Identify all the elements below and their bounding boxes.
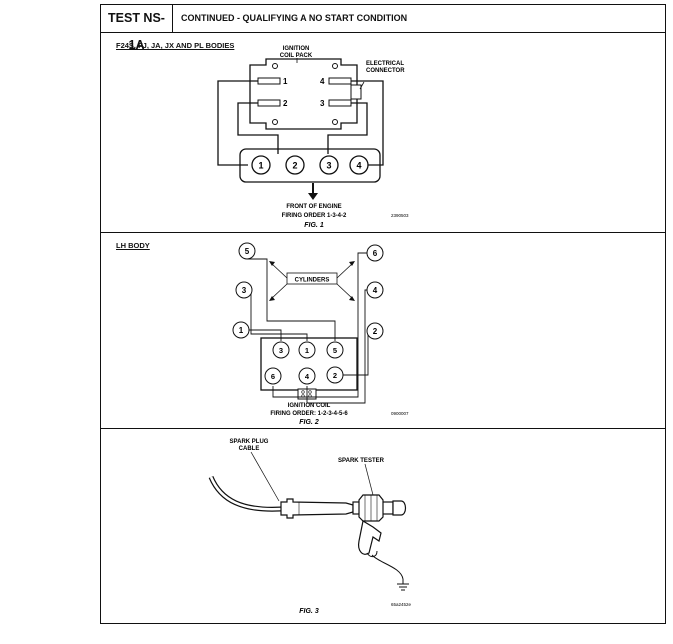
outer-num-1: 1 — [239, 326, 244, 335]
coil-terminal-3 — [328, 99, 352, 107]
header-bar: TEST NS-1A CONTINUED - QUALIFYING A NO S… — [101, 5, 665, 52]
plug-boot — [280, 498, 354, 519]
header-title: CONTINUED - QUALIFYING A NO START CONDIT… — [181, 13, 408, 23]
cylinder-1 — [251, 155, 271, 175]
wire-6 — [272, 252, 367, 398]
cable-label-line2: CABLE — [239, 446, 260, 452]
cylinder-4 — [349, 155, 369, 175]
fig2-ref-code: 0900007 — [391, 411, 409, 416]
coil-tower-3 — [272, 341, 290, 359]
tester-tip — [392, 500, 407, 516]
fig3-ref-code: 65a2452e — [391, 602, 412, 607]
wire-3 — [244, 289, 282, 341]
fig3-caption: FIG. 3 — [299, 608, 319, 615]
fig1-section: F24S, FJ, JA, JX AND PL BODIES 1 2 4 3 — [101, 33, 665, 233]
coil-mount-hole — [332, 63, 338, 69]
fig1-caption: FIG. 1 — [304, 222, 324, 229]
cylinder-3 — [319, 155, 339, 175]
coil-mount-hole — [272, 119, 278, 125]
terminal-num-4: 4 — [320, 77, 325, 86]
fig1-section-label: F24S, FJ, JA, JX AND PL BODIES — [116, 41, 235, 50]
fig3-section: SPARK PLUG CABLE SPARK TESTER 65a2452e F… — [101, 429, 665, 624]
coil-num-1: 1 — [305, 346, 309, 355]
coil-label-line2: COIL PACK — [280, 53, 313, 59]
fig2-section-label: LH BODY — [116, 241, 150, 250]
fig2-diagram: CYLINDERS — [232, 242, 409, 426]
electrical-connector — [350, 84, 362, 100]
coil-terminal-4 — [328, 77, 352, 85]
coil-num-4: 4 — [305, 372, 310, 381]
coil-tower-1 — [298, 341, 316, 359]
ignition-coil-label: IGNITION COIL — [288, 403, 331, 409]
plug-wire-2 — [237, 102, 279, 154]
plug-wire-3 — [327, 102, 368, 154]
ground-wire — [371, 554, 404, 580]
outer-cyl-3 — [235, 281, 253, 299]
coil-terminal-1 — [257, 77, 281, 85]
outer-num-4: 4 — [373, 286, 378, 295]
coil-tower-4 — [298, 367, 316, 385]
fig1-diagram: 1 2 4 3 1 2 3 4 IGNITION COIL PACK — [217, 46, 409, 229]
plug-wire-4 — [351, 80, 384, 166]
connector-label-line1: ELECTRICAL — [366, 61, 404, 67]
wire-4 — [306, 289, 367, 404]
outer-num-3: 3 — [242, 286, 247, 295]
outer-cyl-5 — [238, 242, 256, 260]
coil-terminal-2 — [257, 99, 281, 107]
outer-num-5: 5 — [245, 247, 250, 256]
terminal-num-2: 2 — [283, 99, 288, 108]
cable-label-line1: SPARK PLUG — [230, 439, 269, 445]
coil-num-6: 6 — [271, 372, 275, 381]
outer-cyl-1 — [232, 321, 250, 339]
wire-5 — [247, 258, 336, 341]
cylinder-num-1: 1 — [258, 161, 263, 171]
fig1-firing-order: FIRING ORDER 1-3-4-2 — [282, 213, 347, 219]
cylinders-label-box — [286, 272, 338, 285]
procedure-frame: TEST NS-1A CONTINUED - QUALIFYING A NO S… — [100, 4, 666, 624]
test-id: TEST NS-1A — [101, 5, 173, 52]
terminal-num-3: 3 — [320, 99, 325, 108]
outer-cyl-4 — [366, 281, 384, 299]
front-arrow-icon — [308, 193, 318, 200]
cylinder-2 — [285, 155, 305, 175]
outer-cyl-6 — [366, 244, 384, 262]
outer-cyl-2 — [366, 322, 384, 340]
cylinder-num-4: 4 — [356, 161, 361, 171]
front-of-engine-label: FRONT OF ENGINE — [286, 204, 341, 210]
fig2-firing-order: FIRING ORDER: 1-2-3-4-5-6 — [270, 411, 348, 417]
cylinder-block — [239, 148, 381, 183]
connector-label-line2: CONNECTOR — [366, 68, 405, 74]
cylinders-label: CYLINDERS — [295, 278, 330, 284]
cylinder-num-3: 3 — [326, 161, 331, 171]
ground-clip-icon — [358, 520, 382, 555]
coil-mount-hole — [272, 63, 278, 69]
plug-wire-1 — [217, 80, 258, 166]
coil-pack-body — [249, 58, 358, 130]
coil-tower-5 — [326, 341, 344, 359]
fig2-caption: FIG. 2 — [299, 419, 319, 426]
cylinder-num-2: 2 — [292, 161, 297, 171]
outer-num-2: 2 — [373, 327, 378, 336]
wire-1 — [247, 329, 308, 341]
coil-num-5: 5 — [333, 346, 337, 355]
fig1-ref-code: 2390503 — [391, 213, 409, 218]
terminal-num-1: 1 — [283, 77, 288, 86]
fig2-section: LH BODY CYLINDERS — [101, 233, 665, 429]
fig3-diagram: SPARK PLUG CABLE SPARK TESTER 65a2452e F… — [208, 439, 412, 615]
coil-mount-hole — [332, 119, 338, 125]
spark-tester-label: SPARK TESTER — [338, 458, 385, 464]
outer-num-6: 6 — [373, 249, 378, 258]
coil-tower-2 — [326, 366, 344, 384]
coil-label-line1: IGNITION — [283, 46, 310, 52]
coil-num-3: 3 — [279, 346, 283, 355]
coil-num-2: 2 — [333, 371, 337, 380]
coil-tower-6 — [264, 367, 282, 385]
